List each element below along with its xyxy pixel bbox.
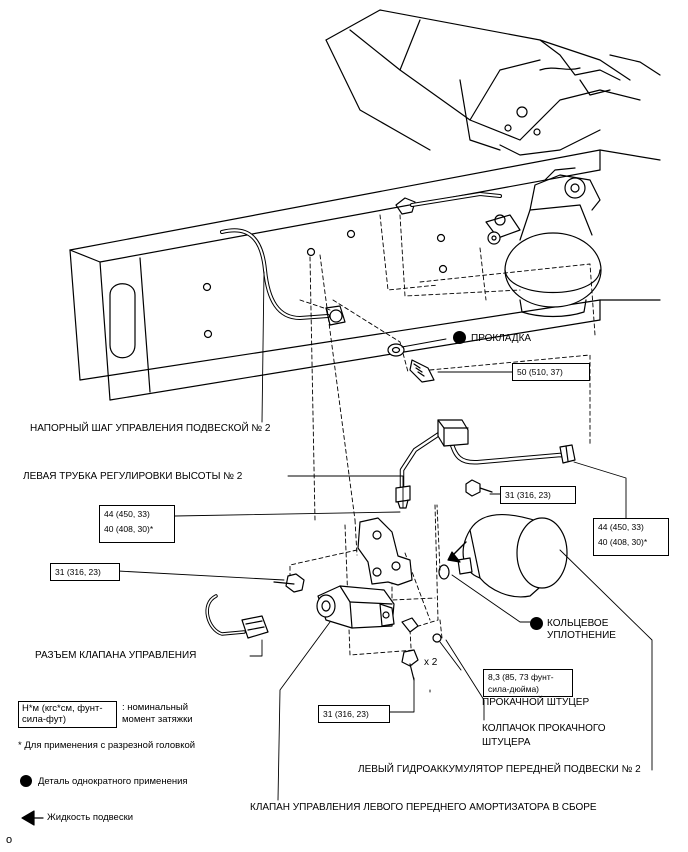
single-use-dot-icon	[453, 331, 466, 344]
upper-accumulator	[485, 167, 602, 318]
single-use-dot-icon	[530, 617, 543, 630]
torque-mid-bolt: 31 (316, 23)	[500, 486, 576, 504]
leader-lines	[117, 271, 653, 801]
legend-fluid-arrow-icon	[21, 810, 44, 826]
legend-fluid: Жидкость подвески	[47, 812, 134, 823]
control-valve-body	[316, 585, 395, 629]
torque-bottom-bolt: 31 (316, 23)	[318, 705, 390, 723]
bleeder-parts	[401, 617, 442, 681]
frame-rail	[69, 149, 661, 401]
top-fitting	[395, 192, 502, 215]
legend-asterisk-note: * Для применения с разрезной головкой	[18, 740, 196, 751]
pressure-pipe	[220, 228, 346, 326]
o-ring-label: КОЛЬЦЕВОЕ УПЛОТНЕНИЕ	[547, 618, 616, 641]
connector-harness	[205, 594, 269, 639]
height-pipe-label: ЛЕВАЯ ТРУБКА РЕГУЛИРОВКИ ВЫСОТЫ № 2	[23, 471, 243, 482]
fluid-arrow-icon	[447, 551, 461, 563]
valve-bracket	[357, 517, 413, 586]
gasket-and-bolt	[387, 343, 435, 383]
left-bolt	[273, 573, 305, 593]
lower-accumulator	[438, 514, 568, 598]
accumulator-label: ЛЕВЫЙ ГИДРОАККУМУЛЯТОР ПЕРЕДНЕЙ ПОДВЕСКИ…	[358, 764, 641, 775]
height-pipe-left	[395, 419, 469, 509]
vehicle-body-outline	[325, 9, 661, 156]
legend-unit-box: Н*м (кгс*см, фунт- сила-фут)	[18, 701, 117, 728]
corner-mark: o	[6, 834, 13, 846]
mid-bolt	[465, 479, 493, 497]
torque-bleeder: 8,3 (85, 73 фунт- сила-дюйма)	[483, 669, 573, 697]
bleeder-cap-label: КОЛПАЧОК ПРОКАЧНОГО ШТУЦЕРА	[482, 723, 606, 748]
torque-left-bolt: 31 (316, 23)	[50, 563, 120, 581]
torque-pipe-left: 44 (450, 33) 40 (408, 30)*	[99, 505, 175, 543]
guide-lines	[289, 214, 596, 666]
times-two-label: x 2	[424, 657, 438, 668]
valve-assy-label: КЛАПАН УПРАВЛЕНИЯ ЛЕВОГО ПЕРЕДНЕГО АМОРТ…	[250, 802, 597, 813]
pressure-step-label: НАПОРНЫЙ ШАГ УПРАВЛЕНИЯ ПОДВЕСКОЙ № 2	[30, 423, 271, 434]
connector-label: РАЗЪЕМ КЛАПАНА УПРАВЛЕНИЯ	[35, 650, 197, 661]
legend-single-use-dot-icon	[20, 775, 32, 787]
torque-gasket-bolt: 50 (510, 37)	[512, 363, 590, 381]
legend-unit-desc: : номинальный момент затяжки	[122, 702, 193, 725]
torque-pipe-right: 44 (450, 33) 40 (408, 30)*	[593, 518, 669, 556]
gasket-label: ПРОКЛАДКА	[471, 333, 532, 344]
bleeder-label: ПРОКАЧНОЙ ШТУЦЕР	[482, 697, 590, 708]
legend-single-use: Деталь однократного применения	[38, 776, 188, 787]
